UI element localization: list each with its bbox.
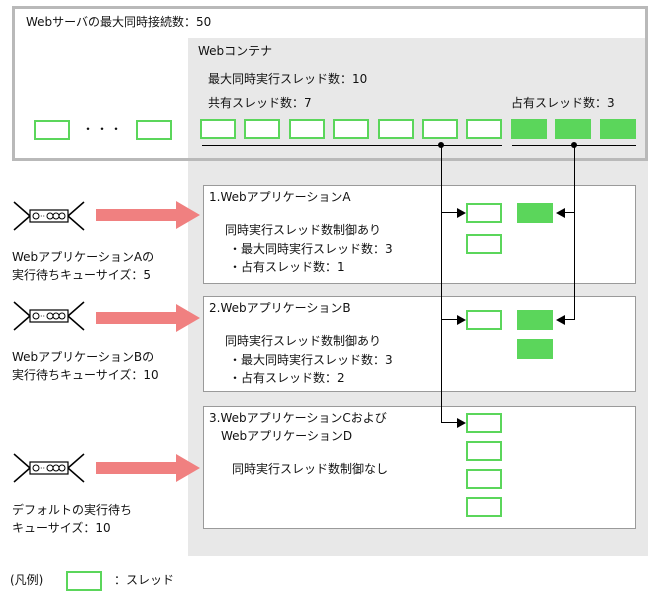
server-thread	[34, 120, 70, 140]
shared-bracket	[202, 145, 502, 146]
default-thread	[466, 413, 502, 433]
app-b-excl: ・占有スレッド数：2	[229, 371, 345, 385]
default-thread	[466, 441, 502, 461]
exclusive-thread	[511, 119, 547, 139]
app-a-exclusive-thread	[517, 203, 553, 223]
app-cd-box	[203, 406, 636, 529]
shared-thread	[466, 119, 502, 139]
shared-thread	[289, 119, 325, 139]
app-a-control: 同時実行スレッド数制御あり	[225, 223, 382, 237]
app-b-exclusive-thread	[517, 310, 553, 330]
queue-icon: ··	[13, 453, 85, 483]
exclusive-thread	[555, 119, 591, 139]
shared-threads-label: 共有スレッド数：7	[208, 96, 312, 110]
arrow-to-app-b-exclusive	[556, 315, 565, 325]
arrow-to-app-cd	[457, 418, 466, 428]
queue-arrow-b	[96, 304, 200, 332]
queue-a-label-1: WebアプリケーションAの	[12, 250, 155, 264]
app-b-title: 2.WebアプリケーションB	[209, 301, 351, 315]
container-title: Webコンテナ	[198, 44, 273, 58]
shared-thread	[244, 119, 280, 139]
app-b-max: ・最大同時実行スレッド数：3	[229, 353, 393, 367]
queue-default-label-1: デフォルトの実行待ち	[12, 503, 133, 517]
queue-a-label-2: 実行待ちキューサイズ：5	[12, 268, 152, 282]
container-max-threads: 最大同時実行スレッド数：10	[208, 72, 368, 86]
arrow-to-app-a	[457, 208, 466, 218]
connector-a	[441, 212, 459, 213]
arrow-to-app-a-exclusive	[556, 208, 565, 218]
exclusive-thread	[600, 119, 636, 139]
exclusive-connector-line	[574, 145, 575, 320]
queue-icon: ··	[13, 301, 85, 331]
svg-text:··: ··	[40, 312, 45, 321]
exclusive-connector-b	[564, 319, 575, 320]
shared-connector-line	[441, 145, 442, 423]
app-cd-control: 同時実行スレッド数制御なし	[232, 462, 389, 476]
app-a-box	[203, 185, 636, 284]
app-a-excl: ・占有スレッド数：1	[229, 260, 345, 274]
shared-thread	[333, 119, 369, 139]
exclusive-connector-a	[564, 212, 575, 213]
default-thread	[466, 497, 502, 517]
app-a-max: ・最大同時実行スレッド数：3	[229, 242, 393, 256]
default-thread	[466, 469, 502, 489]
connector-cd	[441, 422, 459, 423]
shared-thread	[422, 119, 458, 139]
app-c-title: 3.WebアプリケーションCおよび	[209, 411, 387, 425]
queue-default-label-2: キューサイズ：10	[12, 521, 111, 535]
app-b-exclusive-thread	[517, 339, 553, 359]
legend-prefix: (凡例)	[10, 573, 44, 587]
svg-text:··: ··	[40, 464, 45, 473]
server-thread	[136, 120, 172, 140]
queue-b-label-2: 実行待ちキューサイズ：10	[12, 368, 159, 382]
legend-label: ：スレッド	[114, 573, 175, 587]
queue-b-label-1: WebアプリケーションBの	[12, 350, 155, 364]
connector-b	[441, 319, 459, 320]
app-a-thread	[466, 203, 502, 223]
ellipsis: ・・・	[82, 122, 125, 136]
app-b-thread	[466, 310, 502, 330]
app-b-box	[203, 296, 636, 392]
app-d-title: WebアプリケーションD	[221, 429, 353, 443]
server-max-label: Webサーバの最大同時接続数：50	[26, 15, 212, 29]
legend-thread-swatch	[66, 571, 102, 591]
shared-thread	[378, 119, 414, 139]
exclusive-threads-label: 占有スレッド数：3	[511, 96, 615, 110]
svg-text:··: ··	[40, 212, 45, 221]
queue-arrow-default	[96, 454, 200, 482]
queue-icon: ··	[13, 201, 85, 231]
queue-arrow-a	[96, 201, 200, 229]
arrow-to-app-b	[457, 315, 466, 325]
app-b-control: 同時実行スレッド数制御あり	[225, 334, 382, 348]
app-a-title: 1.WebアプリケーションA	[209, 190, 351, 204]
shared-thread	[200, 119, 236, 139]
app-a-thread	[466, 234, 502, 254]
